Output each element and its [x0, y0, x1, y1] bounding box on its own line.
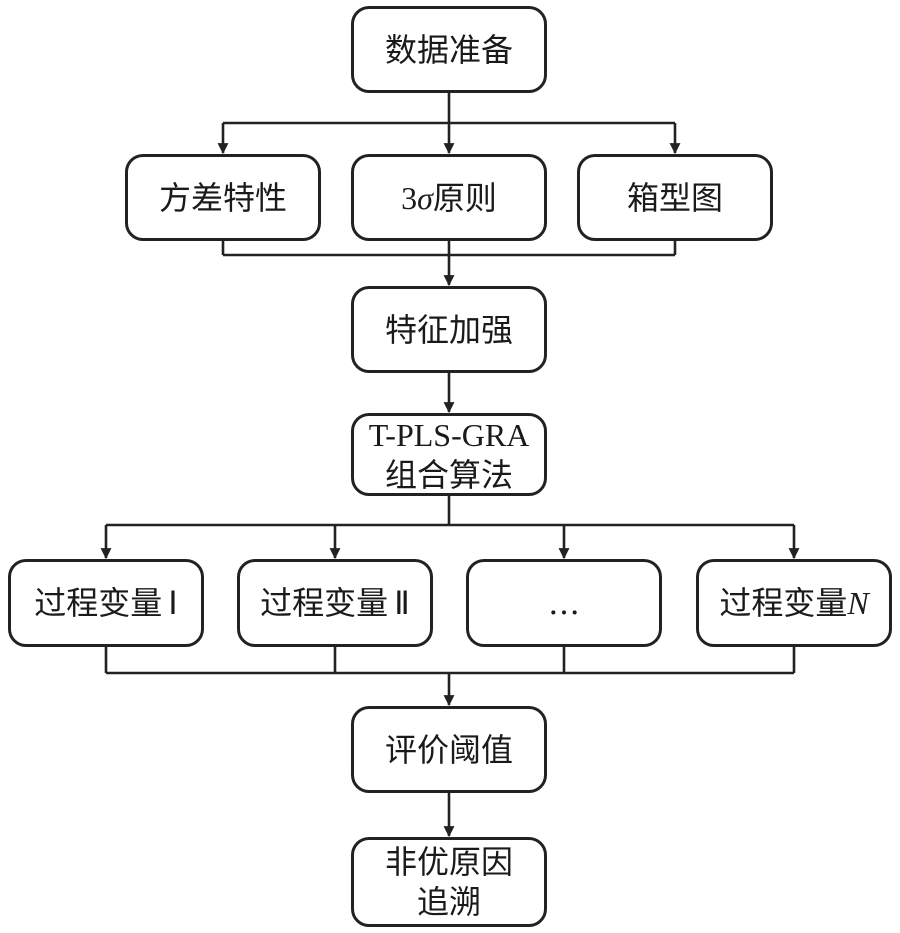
node-variance-label: 方差特性: [158, 178, 287, 217]
node-algorithm: T-PLS-GRA 组合算法: [351, 413, 547, 496]
node-trace-line1: 非优原因: [384, 843, 513, 881]
node-boxplot-label: 箱型图: [626, 178, 723, 217]
node-feature-enhance-label: 特征加强: [384, 310, 513, 349]
node-trace: 非优原因 追溯: [351, 837, 547, 927]
node-variance: 方差特性: [125, 154, 321, 241]
node-boxplot: 箱型图: [577, 154, 773, 241]
node-varN-label: 过程变量N: [719, 584, 869, 622]
node-three-sigma-label: 3σ原则: [401, 178, 497, 217]
node-ellipsis-label: …: [548, 584, 580, 622]
node-threshold-label: 评价阈值: [384, 730, 513, 769]
node-varN: 过程变量N: [696, 559, 892, 647]
node-algorithm-line2: 组合算法: [384, 455, 513, 494]
node-trace-line2: 追溯: [416, 883, 481, 921]
node-algorithm-line1: T-PLS-GRA: [368, 416, 530, 453]
node-ellipsis: …: [466, 559, 662, 647]
node-feature-enhance: 特征加强: [351, 286, 547, 373]
node-data-prep-label: 数据准备: [384, 30, 513, 69]
node-three-sigma: 3σ原则: [351, 154, 547, 241]
node-data-prep: 数据准备: [351, 6, 547, 93]
node-threshold: 评价阈值: [351, 706, 547, 793]
